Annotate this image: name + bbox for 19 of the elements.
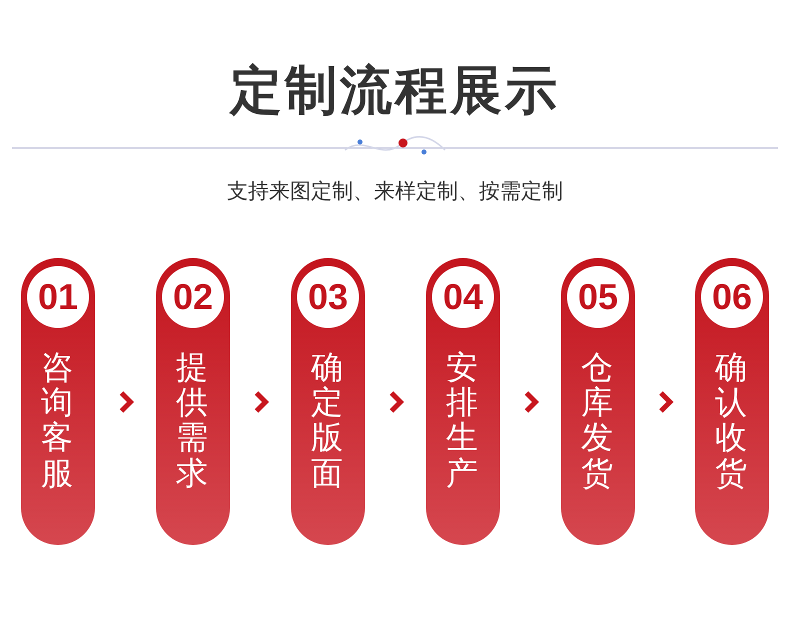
chevron-arrow: [390, 391, 404, 413]
title: 定制流程展示: [230, 60, 560, 123]
chevron-arrow: [120, 391, 134, 413]
step-label: 咨询客服: [41, 350, 73, 491]
step-number: 02: [162, 266, 224, 328]
chevron-arrow: [659, 391, 674, 413]
step-label: 确认收货: [715, 350, 747, 491]
step-label: 提供需求: [176, 350, 208, 491]
step-number: 05: [567, 266, 629, 328]
step-number: 01: [27, 266, 89, 328]
step-label: 安排生产: [446, 350, 478, 491]
step-number: 06: [701, 266, 763, 328]
step-label: 确定版面: [311, 350, 343, 491]
step-label: 仓库发货: [581, 350, 613, 491]
subtitle: 支持来图定制、来样定制、按需定制: [227, 178, 563, 205]
chevron-arrow: [254, 391, 270, 413]
step-number: 04: [432, 266, 494, 328]
chevron-arrow: [524, 391, 540, 413]
step-number: 03: [297, 266, 359, 328]
